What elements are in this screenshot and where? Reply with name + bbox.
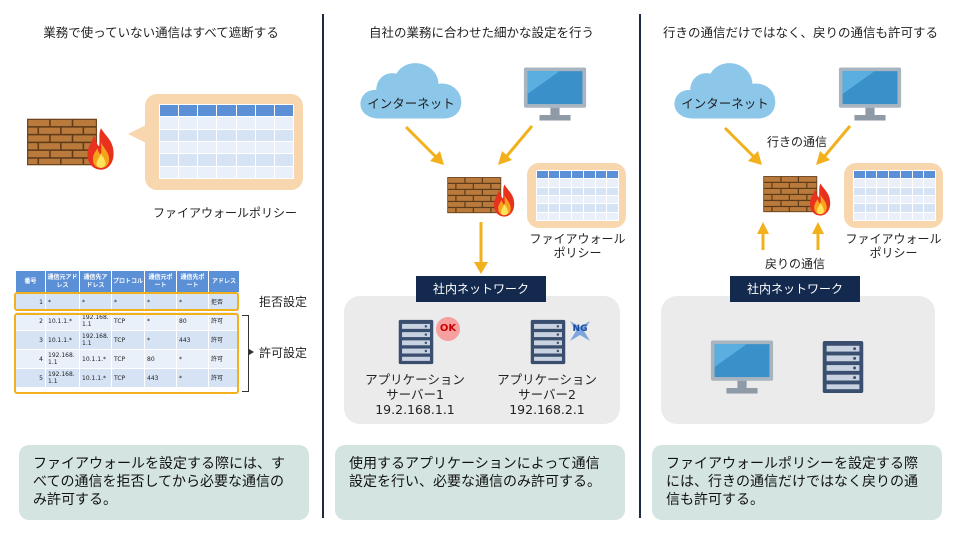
table-cell: 443 [144,368,177,388]
table-cell: TCP [111,349,145,369]
policy-table-header: 通信元ポート [144,270,177,293]
policy-table-header: 通信元アドレス [45,270,80,293]
panel2-policy-bubble [527,163,626,228]
ok-badge-icon: OK [436,317,460,341]
policy-bubble [145,94,303,190]
table-cell: 192.168.1.1 [45,349,80,369]
panel2-internet-label: インターネット [367,96,455,111]
table-cell: 許可 [208,330,240,350]
panel1-caption: ファイアウォールを設定する際には、すべての通信を拒否してから必要な通信のみ許可す… [19,445,309,520]
arrow-icon [822,125,852,158]
table-cell: TCP [111,330,145,350]
panel3-network-area [661,296,935,424]
server2-label-2: サーバー2 [518,387,576,402]
divider-left [322,14,324,518]
panel3-heading: 行きの通信だけではなく、戻りの通信も許可する [662,25,938,40]
arrow-icon [498,151,512,165]
server1-label-1: アプリケーション [365,372,465,387]
panel3-arrows [723,125,852,250]
arrow-icon [816,151,830,165]
allow-bracket [242,315,249,392]
panel3-internet-label: インターネット [681,96,769,111]
table-cell: 許可 [208,311,240,331]
table-cell: * [176,349,209,369]
server-icon [526,319,570,365]
arrow-icon [812,222,824,234]
monitor-icon [710,338,774,396]
table-cell: 許可 [208,368,240,388]
table-cell: 192.168.1.1 [45,368,80,388]
policy-table-header: 通信先ポート [176,270,209,293]
server2-ip: 192.168.2.1 [509,402,585,417]
policy-table-wrap: 番号通信元アドレス通信先アドレスプロトコル通信元ポート通信先ポートアドレス 1*… [15,270,240,388]
panel2-heading: 自社の業務に合わせた細かな設定を行う [368,25,594,40]
policy-bubble-pointer [128,125,146,143]
panel2-arrows [404,125,534,274]
panel3-policy-bubble [844,163,943,228]
panel3-policy-label-2: ポリシー [869,246,918,260]
panel2-policy-label-2: ポリシー [553,246,602,260]
panel2-network-area [344,296,620,424]
server1-label-2: サーバー1 [386,387,444,402]
panel2-policy-label-1: ファイアウォール [529,232,626,246]
arrow-icon [504,125,534,158]
table-cell: * [176,368,209,388]
policy-table-header: プロトコル [111,270,145,293]
divider-right [639,14,641,518]
policy-table: 番号通信元アドレス通信先アドレスプロトコル通信元ポート通信先ポートアドレス 1*… [15,270,240,388]
firewall-icon [763,174,833,222]
server-icon [394,319,438,365]
table-cell: 10.1.1.* [45,311,80,331]
policy-thumbnail-table [158,103,295,180]
server-icon [820,340,866,394]
firewall-icon [447,175,517,223]
outbound-label: 行きの通信 [766,135,827,149]
table-cell: 80 [176,311,209,331]
table-cell: 443 [176,330,209,350]
arrow-icon [757,222,769,234]
bracket-arrow-icon [249,349,254,355]
table-cell: TCP [111,311,145,331]
policy-table-header: 番号 [15,270,46,293]
table-cell: TCP [111,368,145,388]
panel2-network-label: 社内ネットワーク [416,276,546,302]
allow-highlight [14,313,239,394]
return-label: 戻りの通信 [764,257,825,271]
arrow-icon [404,125,438,159]
table-cell: 10.1.1.* [79,349,112,369]
panel1-heading: 業務で使っていない通信はすべて遮断する [43,25,279,40]
deny-label: 拒否設定 [259,295,308,309]
server1-ip: 19.2.168.1.1 [375,402,455,417]
firewall-icon [27,116,117,178]
panel3-policy-label-1: ファイアウォール [845,232,942,246]
table-cell: * [45,292,80,312]
table-cell: 10.1.1.* [45,330,80,350]
allow-label: 許可設定 [259,346,308,360]
arrow-icon [474,262,488,274]
deny-highlight [14,292,239,311]
server2-label-1: アプリケーション [497,372,597,387]
policy-table-header: 通信先アドレス [79,270,112,293]
panel3-network-label: 社内ネットワーク [730,276,860,302]
panel1-policy-label: ファイアウォールポリシー [152,206,297,220]
policy-table-header: アドレス [208,270,240,293]
panel2-caption: 使用するアプリケーションによって通信設定を行い、必要な通信のみ許可する。 [335,445,625,520]
arrow-icon [430,151,444,165]
panel3-caption: ファイアウォールポリシーを設定する際には、行きの通信だけではなく戻りの通信も許可… [652,445,942,520]
arrow-icon [748,151,762,165]
ng-badge-text: NG [572,324,588,334]
table-cell: * [144,330,177,350]
ng-badge-icon [566,317,594,345]
arrow-icon [723,126,756,159]
